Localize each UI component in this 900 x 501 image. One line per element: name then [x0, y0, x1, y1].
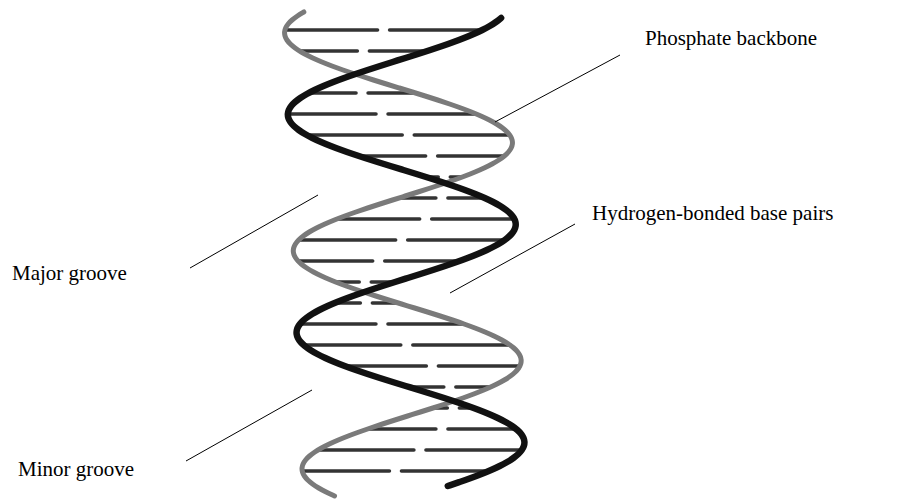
base-pair [298, 238, 395, 242]
backbone-label: Phosphate backbone [645, 27, 817, 50]
base-pair [299, 49, 357, 53]
label-text: Major groove [12, 261, 127, 285]
base-pair [388, 112, 476, 116]
strands [285, 12, 525, 496]
base-pair [298, 259, 373, 263]
dark-strand [288, 18, 525, 486]
base-pair [414, 133, 510, 137]
base-pair [388, 322, 464, 326]
leader-line [186, 390, 312, 461]
base-pair [408, 238, 505, 242]
base-pair [432, 217, 515, 221]
base-pair [438, 154, 505, 158]
base-pair-label: Hydrogen-bonded base pairs [592, 202, 833, 225]
base-pair [288, 112, 376, 116]
base-pair [303, 343, 400, 347]
groove-label: Minor groove [18, 458, 134, 481]
base-pair [390, 28, 483, 32]
base-pair [318, 448, 414, 452]
base-pair [285, 28, 378, 32]
base-pair [438, 364, 520, 368]
base-pair [302, 469, 389, 473]
label-text: Phosphate backbone [645, 26, 817, 50]
leader-line [495, 55, 620, 122]
leader-lines [186, 55, 620, 461]
leader-line [190, 195, 318, 268]
base-pair [413, 343, 510, 347]
label-text: Minor groove [18, 457, 134, 481]
base-pair [426, 448, 522, 452]
base-pair [300, 322, 376, 326]
base-pair [448, 427, 516, 431]
label-text: Hydrogen-bonded base pairs [592, 201, 833, 225]
base-pair [401, 469, 488, 473]
base-pair [306, 133, 402, 137]
base-pair [337, 217, 420, 221]
leader-line [450, 224, 575, 293]
groove-label: Major groove [12, 262, 127, 285]
